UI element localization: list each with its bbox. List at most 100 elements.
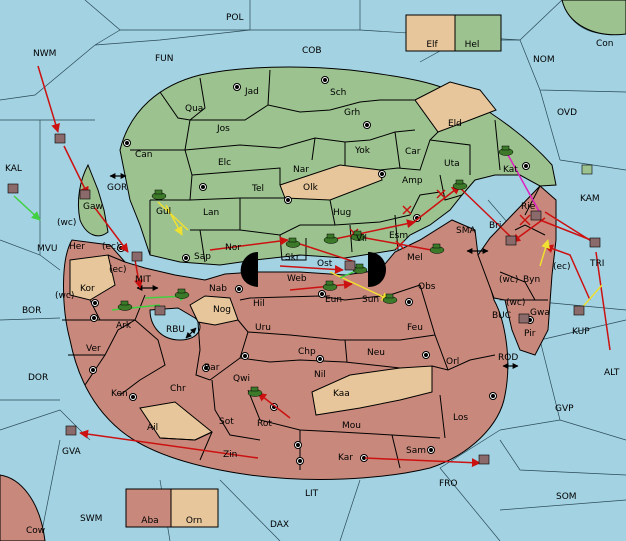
red-label-27: Ail [147,423,158,433]
red-label-24: Chr [170,384,186,394]
red-label-10: Hil [253,299,265,309]
green-labels: Jad Sch Qua Grh Jos Eld Can Yok Car Elc … [83,87,536,263]
orders [13,65,611,468]
black-oval-right [368,252,386,287]
sea-labels: POL NWM FUN COB NOM Con OVD KAL KAM MVU … [5,13,620,536]
sea-label-10: BOR [22,306,41,316]
green-label-3: Grh [344,108,360,118]
red-labels: Her Kor Ark Nab Nog Web Ost Eun Sun Obs … [69,242,550,463]
sea-label-26: (ec) [102,242,120,252]
red-label-14: Gwa [530,308,550,318]
red-label-28: Sot [219,417,234,427]
red-label-7: Eun [325,295,342,305]
sea-label-7: KAL [5,164,22,174]
legend-top: Elf Hel [405,14,502,52]
red-label-16: Ver [86,344,101,354]
red-label-15: Pir [524,329,536,339]
green-label-19: Hug [333,208,351,218]
sea-label-32: MIT [135,275,151,285]
green-label-21: Bri [489,221,501,231]
sea-label-20: SWM [80,514,102,524]
sea-label-2: FUN [155,54,174,64]
green-label-15: Kat [503,165,518,175]
green-label-18: Lan [203,208,219,218]
red-label-25: Kaa [333,389,350,399]
sea-label-31: GOR [107,183,127,193]
sea-label-29: (wc) [506,298,525,308]
sea-label-3: COB [302,46,322,56]
sea-label-19: SOM [556,492,577,502]
sea-label-9: MVU [37,244,58,254]
green-label-13: Tel [251,184,264,194]
red-label-5: Web [287,274,307,284]
green-label-6: Can [135,150,153,160]
red-label-11: Uru [255,323,271,333]
legend-bottom-1-label: Orn [186,516,202,526]
green-label-1: Sch [330,88,346,98]
green-label-22: Rie [521,202,536,212]
sea-label-27: (ec) [109,265,127,275]
green-label-11: Uta [444,159,460,169]
red-label-2: Ark [116,321,132,331]
green-label-24: Nor [225,243,241,253]
sea-label-33: RBU [166,325,185,335]
sea-label-0: POL [226,13,244,23]
sea-label-11: DOR [28,373,48,383]
sea-label-16: SMA [456,226,476,236]
green-label-16: Gaw [83,202,103,212]
red-label-23: Ken [111,389,128,399]
sea-label-22: Cow [26,526,45,536]
legend-top-1-label: Hel [465,40,480,50]
green-label-9: Elc [218,158,231,168]
green-label-2: Qua [185,104,203,114]
legend-top-1 [454,14,502,52]
red-label-26: Los [453,413,468,423]
green-label-5: Eld [448,119,462,129]
red-label-0: Her [69,242,85,252]
red-label-9: Obs [418,282,436,292]
red-label-30: Mou [342,421,361,431]
sea-label-15: ROD [498,353,518,363]
red-label-22: Nil [314,370,326,380]
green-label-10: Nar [293,165,309,175]
red-label-13: Byn [523,275,540,285]
green-label-17: Gul [156,207,171,217]
red-label-12: Feu [407,323,423,333]
sea-label-25: (wc) [55,291,74,301]
legend-bottom-1 [170,488,219,528]
armies [117,145,514,397]
sea-label-8: KAM [580,194,600,204]
green-label-25: Skr [285,253,300,263]
green-label-23: Sap [194,252,211,262]
red-label-8: Sun [362,295,379,305]
green-label-20: Esm [389,231,408,241]
black-oval-left [240,252,258,287]
sea-label-18: FRO [439,479,458,489]
green-label-12: Amp [402,176,423,186]
sea-label-17: LIT [305,489,319,499]
sea-label-21: DAX [270,520,289,530]
red-label-17: Chp [298,347,316,357]
sea-label-4: NOM [533,55,555,65]
red-label-19: Orl [446,357,459,367]
red-label-1: Kor [80,284,95,294]
legend-top-0-label: Elf [426,40,438,50]
green-label-8: Car [405,147,421,157]
red-label-29: Rot [257,419,272,429]
sea-label-5: Con [596,39,614,49]
green-label-27: Mel [407,253,423,263]
green-label-26: Vil [356,234,367,244]
legend-bottom: Aba Orn [125,488,219,528]
sea-label-12: ALT [604,368,620,378]
red-label-20: Bar [204,363,220,373]
sea-label-1: NWM [33,49,56,59]
red-label-3: Nab [209,284,227,294]
green-label-14: Olk [303,183,319,193]
sea-label-23: GVA [62,447,82,457]
red-label-21: Qwi [233,374,250,384]
sea-label-35: KUP [572,327,590,337]
red-label-31: Zin [223,450,237,460]
red-label-18: Neu [367,348,385,358]
red-label-33: Sam [406,446,426,456]
